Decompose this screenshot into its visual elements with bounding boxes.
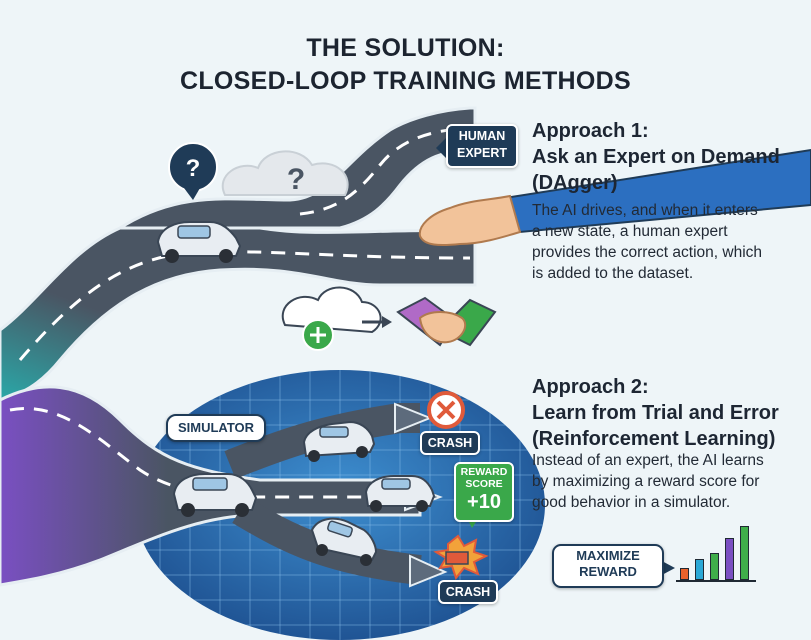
approach-2-desc-line: by maximizing a reward score for [532, 473, 760, 490]
approach-1-heading-line-1: Approach 1: [532, 120, 649, 142]
reward-label-line-1: REWARD [460, 466, 508, 478]
crash-x-icon [427, 391, 465, 429]
reward-score-badge: REWARD SCORE +10 [454, 462, 514, 522]
crash-label-top: CRASH [420, 431, 480, 455]
car-icon-sim-4 [310, 517, 378, 566]
human-expert-label-line-1: HUMAN [458, 129, 506, 143]
maximize-reward-label: MAXIMIZE REWARD [552, 544, 664, 588]
reward-bar [740, 526, 749, 580]
car-icon-sim-1 [302, 420, 376, 462]
approach-2-heading-line-2: Learn from Trial and Error [532, 402, 779, 424]
reward-bar [680, 568, 689, 580]
approach-1-desc-line: is added to the dataset. [532, 265, 694, 282]
approach-2-heading-line-3: (Reinforcement Learning) [532, 428, 776, 450]
car-icon [156, 221, 242, 263]
arrow-right-icon [362, 316, 392, 328]
reward-bar [695, 559, 704, 580]
human-expert-label: HUMAN EXPERT [446, 124, 518, 168]
approach-1-description: The AI drives, and when it enters a new … [532, 200, 762, 284]
car-icon-sim-3 [364, 475, 436, 512]
human-expert-label-line-2: EXPERT [456, 146, 507, 160]
car-icon-sim-2 [172, 473, 258, 517]
thought-cloud [221, 150, 349, 196]
approach-1-heading-line-2: Ask an Expert on Demand [532, 146, 780, 168]
reward-bar [725, 538, 734, 580]
handshake-icon [396, 296, 497, 347]
crash-explosion-icon [433, 534, 489, 581]
title-line-2: CLOSED-LOOP TRAINING METHODS [179, 67, 631, 95]
question-mark-1: ? [186, 155, 201, 182]
title-line-1: THE SOLUTION: [306, 34, 505, 62]
reward-label-line-2: SCORE [465, 478, 503, 490]
maximize-line-1: MAXIMIZE [576, 548, 640, 563]
reward-bar [710, 553, 719, 580]
question-bubble-icon [168, 142, 218, 200]
approach-1-desc-line: a new state, a human expert [532, 223, 728, 240]
approach-2-heading: Approach 2: Learn from Trial and Error (… [532, 374, 779, 452]
approach-1-heading-line-3: (DAgger) [532, 172, 618, 194]
cloud-plus-icon [281, 286, 382, 351]
question-mark-2: ? [287, 163, 305, 196]
expert-hand-icon [418, 148, 811, 246]
approach-1-desc-line: The AI drives, and when it enters [532, 202, 758, 219]
approach-2-desc-line: Instead of an expert, the AI learns [532, 452, 764, 469]
approach-2-heading-line-1: Approach 2: [532, 376, 649, 398]
approach-1-desc-line: provides the correct action, which [532, 244, 763, 261]
crash-label-bottom: CRASH [438, 580, 498, 604]
maximize-line-2: REWARD [579, 564, 637, 579]
reward-bar-chart [676, 524, 756, 582]
approach-1-heading: Approach 1: Ask an Expert on Demand (DAg… [532, 118, 780, 196]
simulator-label: SIMULATOR [166, 414, 266, 442]
reward-value: +10 [467, 491, 501, 513]
approach-2-description: Instead of an expert, the AI learns by m… [532, 450, 764, 513]
human-expert-tail [436, 138, 446, 158]
approach-2-desc-line: good behavior in a simulator. [532, 494, 731, 511]
